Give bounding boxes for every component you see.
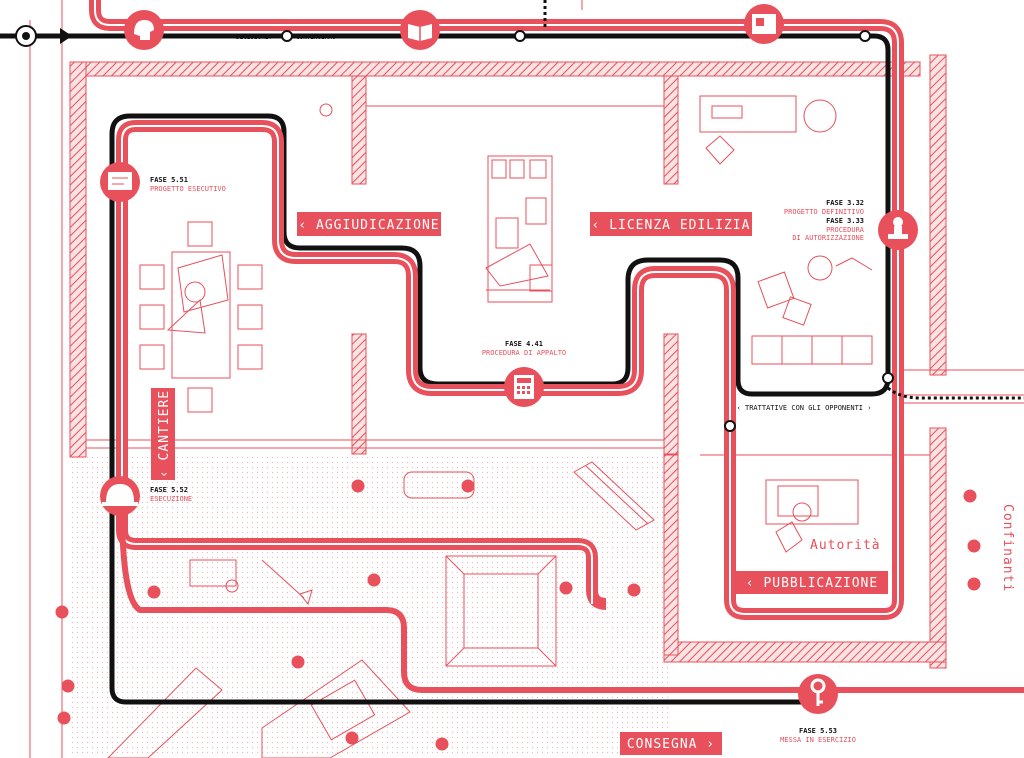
phase-5-52: FASE 5.52 ESECUZIONE	[150, 486, 192, 503]
hard-hat-icon[interactable]	[100, 476, 140, 516]
tag-consegna-label: CONSEGNA ›	[627, 737, 715, 752]
building-walls	[69, 54, 947, 669]
label-confinanti: Confinanti	[1000, 504, 1015, 592]
brain-idea-icon[interactable]	[124, 10, 164, 50]
blueprint-icon[interactable]	[100, 162, 140, 202]
phase-name: PROCEDURA	[826, 226, 865, 234]
dashed-connector-right	[887, 386, 1024, 400]
phase-5-51: FASE 5.51 PROGETTO ESECUTIVO	[150, 176, 226, 193]
tag-aggiudicazione-label: ‹ AGGIUDICAZIONE	[298, 218, 439, 233]
phase-code: FASE 5.52	[150, 486, 188, 494]
red-route-bottom	[119, 504, 1024, 693]
phase-name: MESSA IN ESERCIZIO	[780, 736, 856, 744]
phase-name-line2: DI AUTORIZZAZIONE	[792, 234, 864, 242]
phase-3-33: FASE 3.33 PROCEDURA DI AUTORIZZAZIONE	[792, 217, 864, 242]
label-trattative: ‹ TRATTATIVE CON GLI OPPONENTI ›	[737, 404, 872, 412]
phase-code: FASE 5.53	[799, 727, 837, 735]
thin-walls	[29, 0, 1024, 758]
tag-cantiere[interactable]: ‹ CANTIERE	[151, 388, 175, 480]
phase-name: ESECUZIONE	[150, 495, 192, 503]
key-icon[interactable]	[798, 674, 838, 714]
tag-consegna[interactable]: CONSEGNA ›	[620, 732, 722, 755]
book-icon[interactable]	[400, 10, 440, 50]
label-decisione: DECISIONE?	[236, 34, 273, 41]
junction-dots	[281, 30, 894, 432]
red-route-top-stripe	[94, 0, 899, 615]
furniture	[107, 95, 873, 758]
phase-code: FASE 5.51	[150, 176, 188, 184]
phase-code: FASE 3.33	[826, 217, 864, 225]
phase-name: PROGETTO ESECUTIVO	[150, 185, 226, 193]
start-arrow	[15, 25, 72, 47]
building-plan-icon[interactable]	[744, 4, 784, 44]
tag-aggiudicazione[interactable]: ‹ AGGIUDICAZIONE	[297, 212, 441, 236]
phase-5-53: FASE 5.53 MESSA IN ESERCIZIO	[780, 727, 856, 744]
calculator-icon[interactable]	[504, 367, 544, 407]
phase-code: FASE 4.41	[505, 340, 543, 348]
phase-name: PROGETTO DEFINITIVO	[784, 208, 864, 216]
stamp-icon[interactable]	[878, 210, 918, 250]
tag-pubblicazione[interactable]: ‹ PUBBLICAZIONE	[736, 571, 888, 594]
tag-cantiere-label: ‹ CANTIERE	[157, 390, 172, 478]
phase-code: FASE 3.32	[826, 199, 864, 207]
site-floor	[70, 455, 670, 755]
label-autorita: Autorità	[810, 538, 881, 553]
workers	[55, 103, 981, 751]
tag-licenza-edilizia[interactable]: ‹ LICENZA EDILIZIA	[590, 212, 752, 236]
tag-pubblicazione-label: ‹ PUBBLICAZIONE	[746, 576, 878, 591]
phase-4-41: FASE 4.41 PROCEDURA DI APPALTO	[482, 340, 566, 357]
tag-licenza-label: ‹ LICENZA EDILIZIA	[592, 218, 751, 233]
phase-name: PROCEDURA DI APPALTO	[482, 349, 566, 357]
phase-3-32: FASE 3.32 PROGETTO DEFINITIVO	[784, 199, 864, 216]
label-continuiamo[interactable]: CONTINUIAMO ›	[296, 34, 343, 41]
